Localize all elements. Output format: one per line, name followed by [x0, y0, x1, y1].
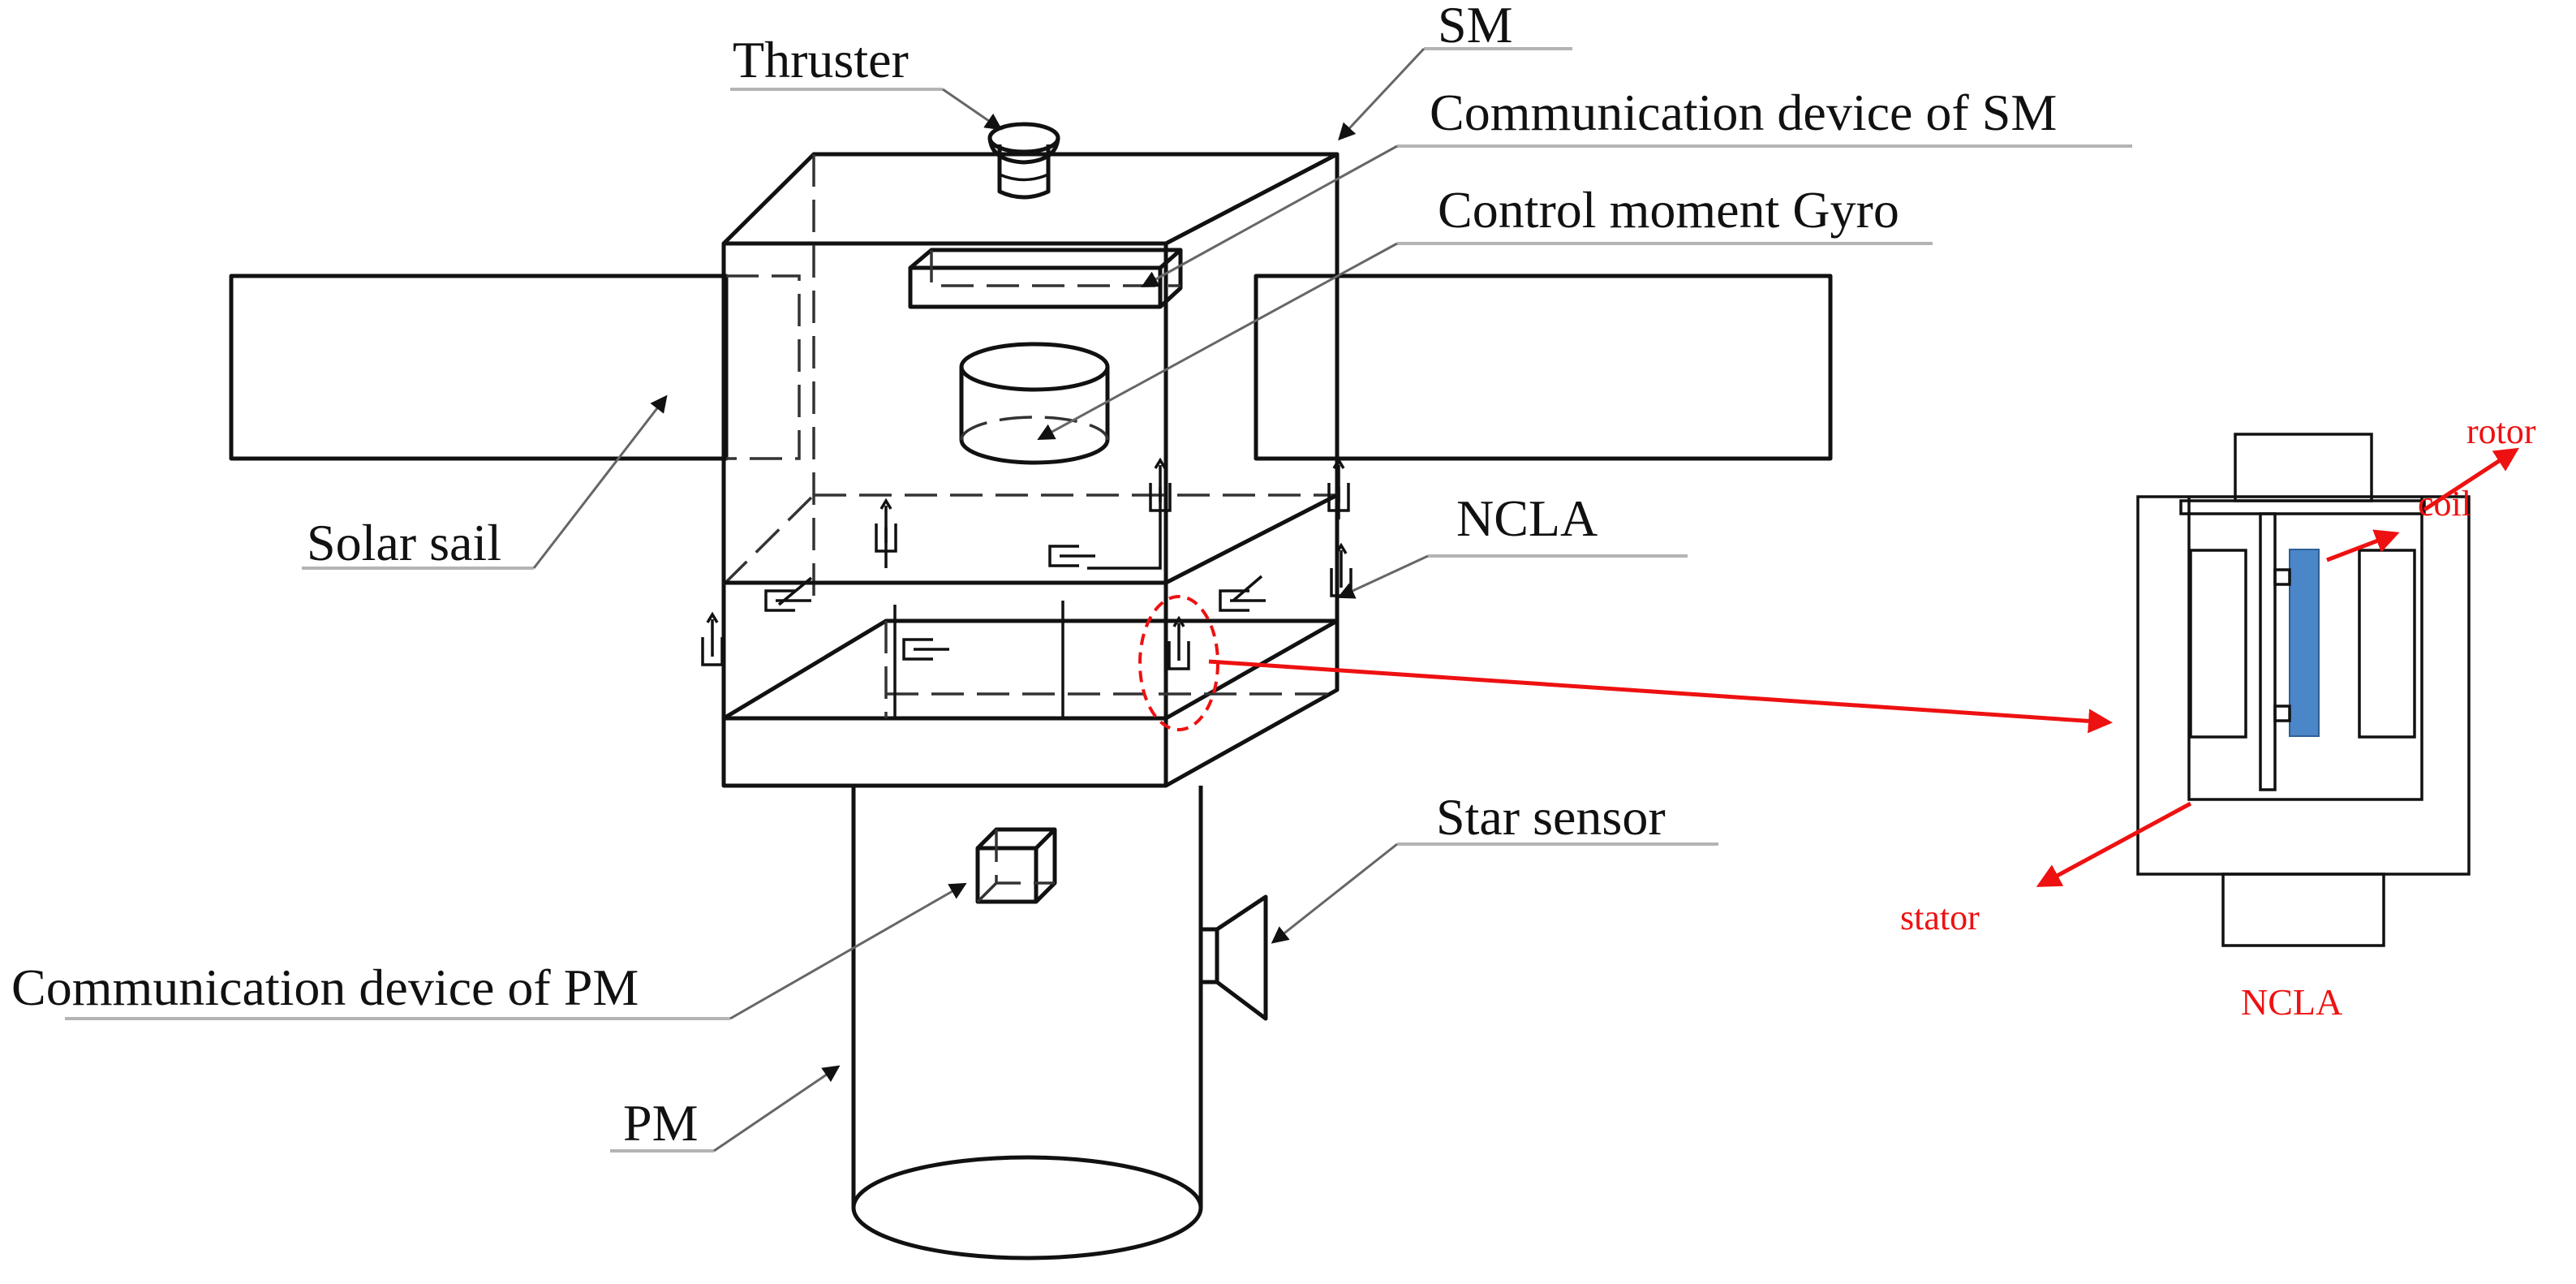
magnet-right — [2358, 549, 2416, 739]
detail-label-rotor: rotor — [2466, 411, 2536, 451]
stator-base — [2221, 873, 2385, 947]
label-comm-pm: Communication device of PM — [11, 959, 639, 1016]
detail-label-ncla: NCLA — [2241, 981, 2342, 1023]
detail-label-stator: stator — [1900, 898, 1980, 937]
ncla-detail — [2036, 433, 2520, 947]
ncla-connector — [1048, 545, 1095, 567]
label-star-sensor: Star sensor — [1436, 788, 1666, 846]
label-pm: PM — [623, 1094, 699, 1152]
connector-wiring — [777, 487, 1340, 606]
label-cmg: Control moment Gyro — [1438, 181, 1899, 239]
solar-sail-left — [229, 274, 801, 461]
leader-lines — [65, 47, 2132, 1153]
coil — [2289, 549, 2320, 737]
detail-callout-arrow — [1208, 659, 2113, 734]
label-thruster: Thruster — [733, 31, 909, 88]
label-solar-sail: Solar sail — [307, 514, 501, 571]
star-sensor — [1201, 894, 1268, 1021]
rotor-plate — [2179, 499, 2426, 515]
detail-label-coil: coil — [2418, 484, 2471, 524]
control-moment-gyro — [959, 342, 1110, 465]
sm-comm-device — [908, 248, 1183, 309]
magnet-left — [2189, 549, 2247, 739]
ncla-connector — [902, 638, 949, 661]
label-ncla: NCLA — [1456, 489, 1598, 547]
ncla-connector — [1330, 542, 1353, 597]
pm-comm-device — [975, 827, 1057, 904]
ncla-connector — [1219, 589, 1266, 612]
sm-box — [721, 152, 1340, 788]
label-comm-sm: Communication device of SM — [1430, 84, 2057, 141]
ncla-connector — [764, 589, 811, 612]
ncla-connector — [1168, 615, 1190, 670]
ncla-connector — [701, 611, 724, 666]
solar-sail-right — [1254, 274, 1833, 461]
rotor-shaft — [2259, 512, 2277, 791]
ncla-connectors — [701, 457, 1353, 670]
label-sm: SM — [1438, 0, 1513, 54]
rotor-block — [2234, 433, 2373, 502]
thruster — [987, 122, 1060, 200]
pm-cylinder — [851, 786, 1203, 1260]
